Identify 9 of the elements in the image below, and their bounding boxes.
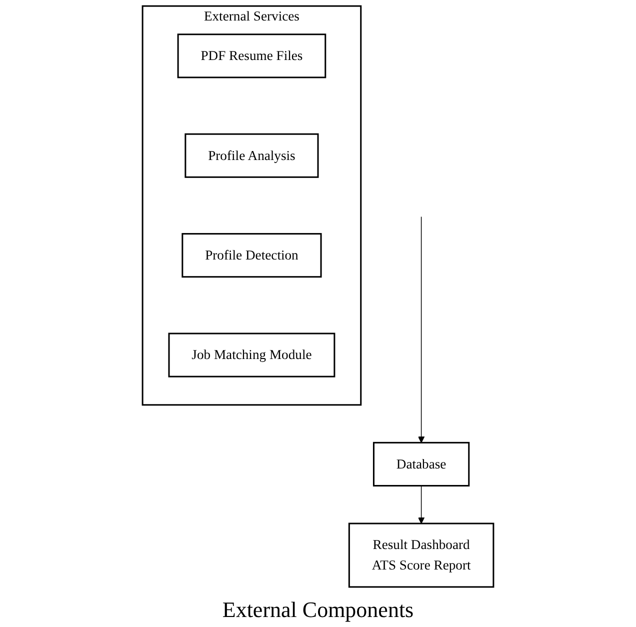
node-box: Job Matching Module: [168, 332, 336, 378]
node-box: Result Dashboard ATS Score Report: [348, 522, 494, 588]
node-box: PDF Resume Files: [177, 34, 326, 78]
arrow: [418, 485, 425, 524]
arrow: [418, 216, 425, 443]
node-box: Profile Detection: [182, 233, 322, 278]
node-box: Profile Analysis: [184, 133, 319, 178]
section-heading: External Components: [222, 597, 414, 623]
node-box: Database: [372, 442, 470, 486]
